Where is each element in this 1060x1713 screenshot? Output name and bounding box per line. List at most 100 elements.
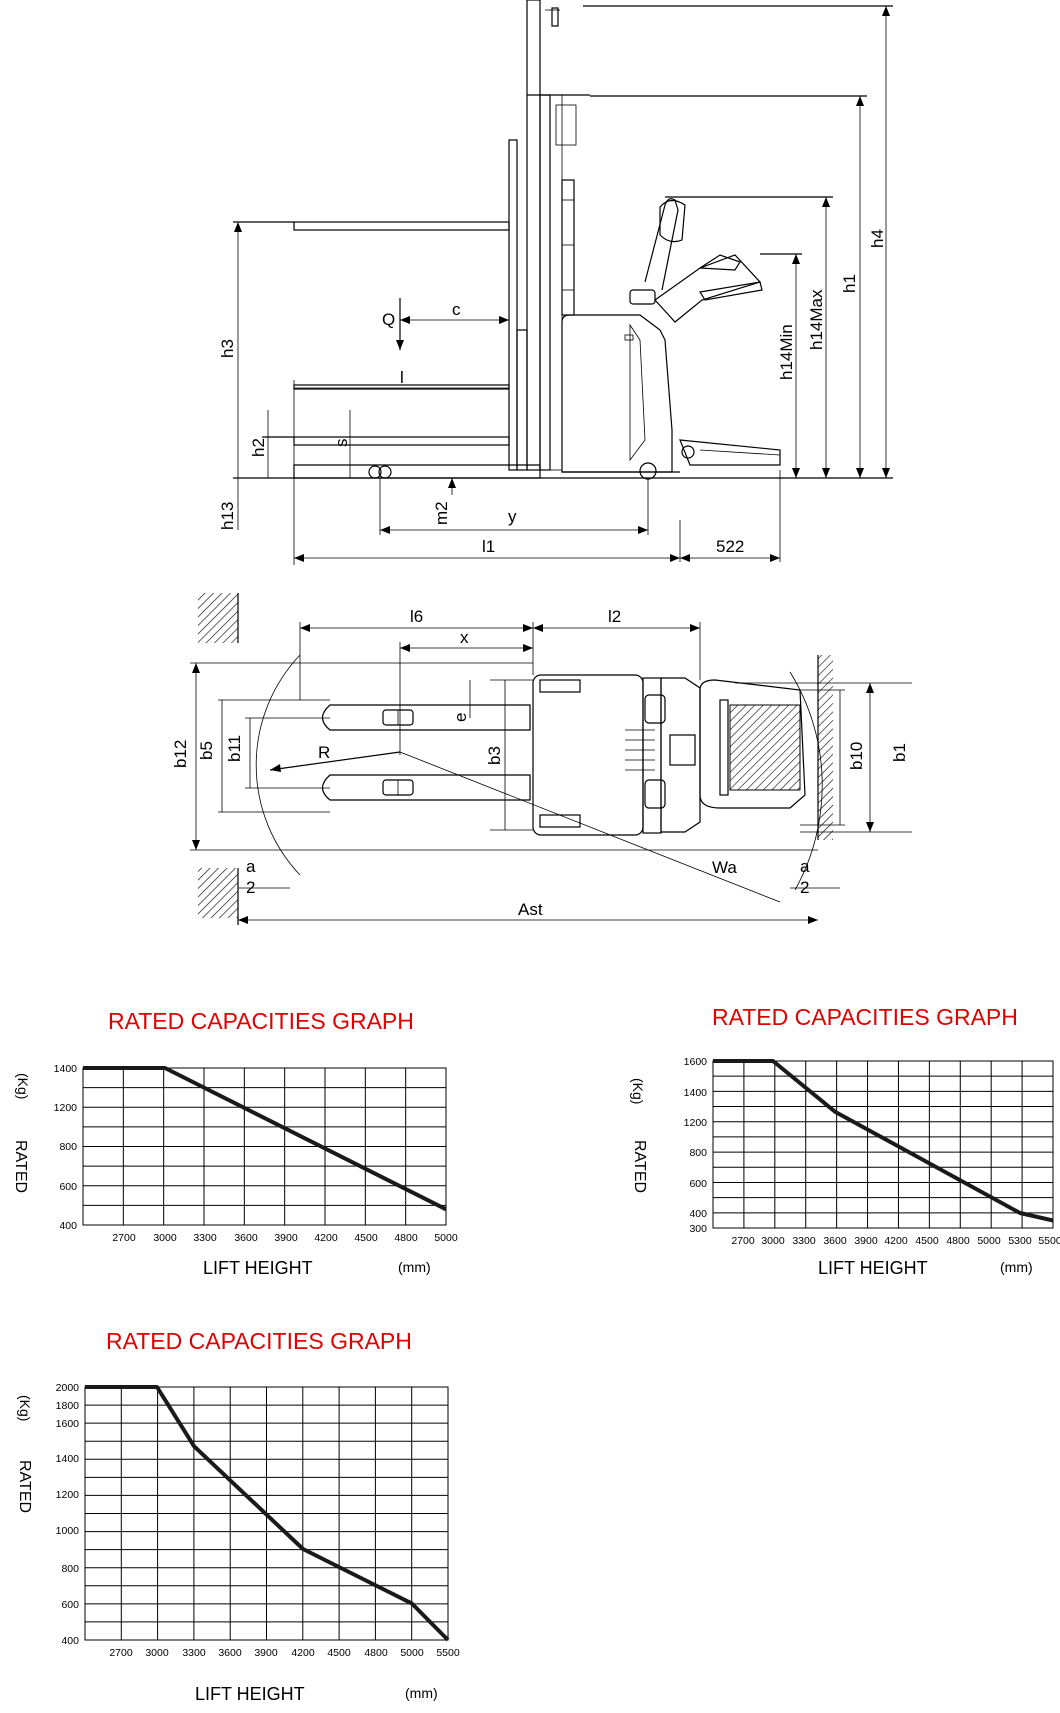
- chart-ylabel: RATED: [16, 1460, 33, 1513]
- chart-title: RATED CAPACITIES GRAPH: [106, 1328, 412, 1354]
- x-tick-label: 3600: [823, 1235, 847, 1247]
- y-tick-label: 1200: [54, 1102, 78, 1114]
- y-tick-label: 400: [689, 1208, 707, 1220]
- dim-b3: b3: [485, 746, 504, 765]
- y-tick-label: 300: [689, 1223, 707, 1235]
- dim-l6: l6: [410, 607, 423, 626]
- dim-h2: h2: [249, 438, 268, 457]
- capacity-chart-3: RATED CAPACITIES GRAPH (Kg) RATED LIFT H…: [16, 1328, 460, 1704]
- dim-h14max: h14Max: [807, 289, 826, 350]
- y-tick-label: 400: [61, 1635, 79, 1647]
- x-tick-label: 5000: [400, 1647, 424, 1659]
- dim-h13: h13: [218, 502, 237, 530]
- dim-2-right: 2: [800, 878, 809, 897]
- x-tick-label: 3300: [792, 1235, 816, 1247]
- dim-b12: b12: [171, 740, 190, 768]
- dim-522: 522: [716, 537, 744, 556]
- x-tick-label: 4500: [915, 1235, 939, 1247]
- dim-m2: m2: [432, 501, 451, 525]
- chart-xunit: (mm): [398, 1259, 431, 1275]
- x-tick-label: 4500: [354, 1232, 378, 1244]
- y-tick-label: 400: [59, 1220, 77, 1232]
- dim-ast: Ast: [518, 900, 543, 919]
- y-tick-label: 1400: [56, 1453, 80, 1465]
- y-tick-label: 600: [59, 1181, 77, 1193]
- capacity-chart-2: RATED CAPACITIES GRAPH (Kg) RATED LIFT H…: [630, 1004, 1060, 1278]
- dim-a-left: a: [246, 857, 256, 876]
- y-tick-label: 1400: [684, 1087, 708, 1099]
- chart-yunit: (Kg): [630, 1078, 646, 1104]
- chart-xlabel: LIFT HEIGHT: [195, 1684, 305, 1704]
- dim-b11: b11: [225, 735, 244, 762]
- x-tick-label: 4800: [394, 1232, 418, 1244]
- dim-b10: b10: [847, 742, 866, 770]
- x-tick-label: 5000: [434, 1232, 458, 1244]
- dim-y: y: [508, 507, 517, 526]
- y-tick-label: 1000: [56, 1525, 80, 1537]
- x-tick-label: 4200: [314, 1232, 338, 1244]
- x-tick-label: 3600: [218, 1647, 242, 1659]
- dim-x: x: [460, 628, 469, 647]
- dim-b5: b5: [197, 741, 216, 760]
- chart-xunit: (mm): [405, 1685, 438, 1701]
- x-tick-label: 3900: [274, 1232, 298, 1244]
- x-tick-label: 4800: [364, 1647, 388, 1659]
- dim-2-left: 2: [246, 878, 255, 897]
- y-tick-label: 800: [59, 1141, 77, 1153]
- chart-yunit: (Kg): [15, 1073, 31, 1099]
- x-tick-label: 4200: [884, 1235, 908, 1247]
- x-tick-label: 4200: [291, 1647, 315, 1659]
- x-tick-label: 5500: [1038, 1235, 1060, 1247]
- chart-xunit: (mm): [1000, 1259, 1033, 1275]
- chart-xlabel: LIFT HEIGHT: [203, 1258, 313, 1278]
- capacity-chart-1: RATED CAPACITIES GRAPH (Kg) RATED LIFT H…: [12, 1008, 458, 1278]
- dim-l2: l2: [608, 607, 621, 626]
- chart-ylabel: RATED: [12, 1140, 29, 1193]
- dim-e: e: [451, 713, 470, 722]
- capacity-line: [85, 1385, 450, 1642]
- x-tick-label: 3000: [153, 1232, 177, 1244]
- dim-a-right: a: [800, 857, 810, 876]
- x-tick-label: 3900: [254, 1647, 278, 1659]
- x-tick-label: 5500: [436, 1647, 460, 1659]
- y-tick-label: 800: [689, 1147, 707, 1159]
- x-tick-label: 5300: [1008, 1235, 1032, 1247]
- plot-frame: [712, 1060, 1054, 1229]
- x-tick-label: 2700: [731, 1235, 755, 1247]
- x-tick-label: 4500: [327, 1647, 351, 1659]
- dim-b1: b1: [890, 743, 909, 762]
- x-tick-label: 4800: [946, 1235, 970, 1247]
- x-tick-label: 2700: [112, 1232, 136, 1244]
- chart-ylabel: RATED: [631, 1140, 648, 1193]
- x-tick-label: 3300: [182, 1647, 206, 1659]
- chart-title: RATED CAPACITIES GRAPH: [712, 1004, 1018, 1030]
- side-view: h4 h1 h14Max h14Min h3 Q c l h2 s h13 m2…: [218, 0, 893, 565]
- y-tick-label: 800: [61, 1563, 79, 1575]
- dim-c: c: [452, 300, 461, 319]
- x-tick-label: 2700: [109, 1647, 133, 1659]
- dim-q: Q: [382, 310, 395, 329]
- y-tick-label: 1200: [56, 1489, 80, 1501]
- chart-yunit: (Kg): [17, 1395, 33, 1421]
- dim-h14min: h14Min: [777, 324, 796, 380]
- y-tick-label: 1400: [54, 1063, 78, 1075]
- top-view: l6 x l2 b12 b5 b11 R e b3 b10 b1 a 2 Wa …: [171, 593, 912, 925]
- dim-l: l: [400, 368, 404, 387]
- x-tick-label: 3600: [234, 1232, 258, 1244]
- y-tick-label: 1200: [684, 1117, 708, 1129]
- y-tick-label: 600: [61, 1599, 79, 1611]
- chart-title: RATED CAPACITIES GRAPH: [108, 1008, 414, 1034]
- y-tick-label: 2000: [56, 1382, 80, 1394]
- capacity-line: [83, 1066, 447, 1212]
- x-tick-label: 3900: [854, 1235, 878, 1247]
- x-tick-label: 5000: [977, 1235, 1001, 1247]
- x-tick-label: 3000: [761, 1235, 785, 1247]
- dim-h4: h4: [868, 229, 887, 248]
- y-tick-label: 600: [689, 1178, 707, 1190]
- dim-s: s: [332, 439, 351, 448]
- chart-xlabel: LIFT HEIGHT: [818, 1258, 928, 1278]
- dim-wa: Wa: [712, 858, 737, 877]
- capacity-line: [713, 1059, 1054, 1223]
- y-tick-label: 1800: [56, 1400, 80, 1412]
